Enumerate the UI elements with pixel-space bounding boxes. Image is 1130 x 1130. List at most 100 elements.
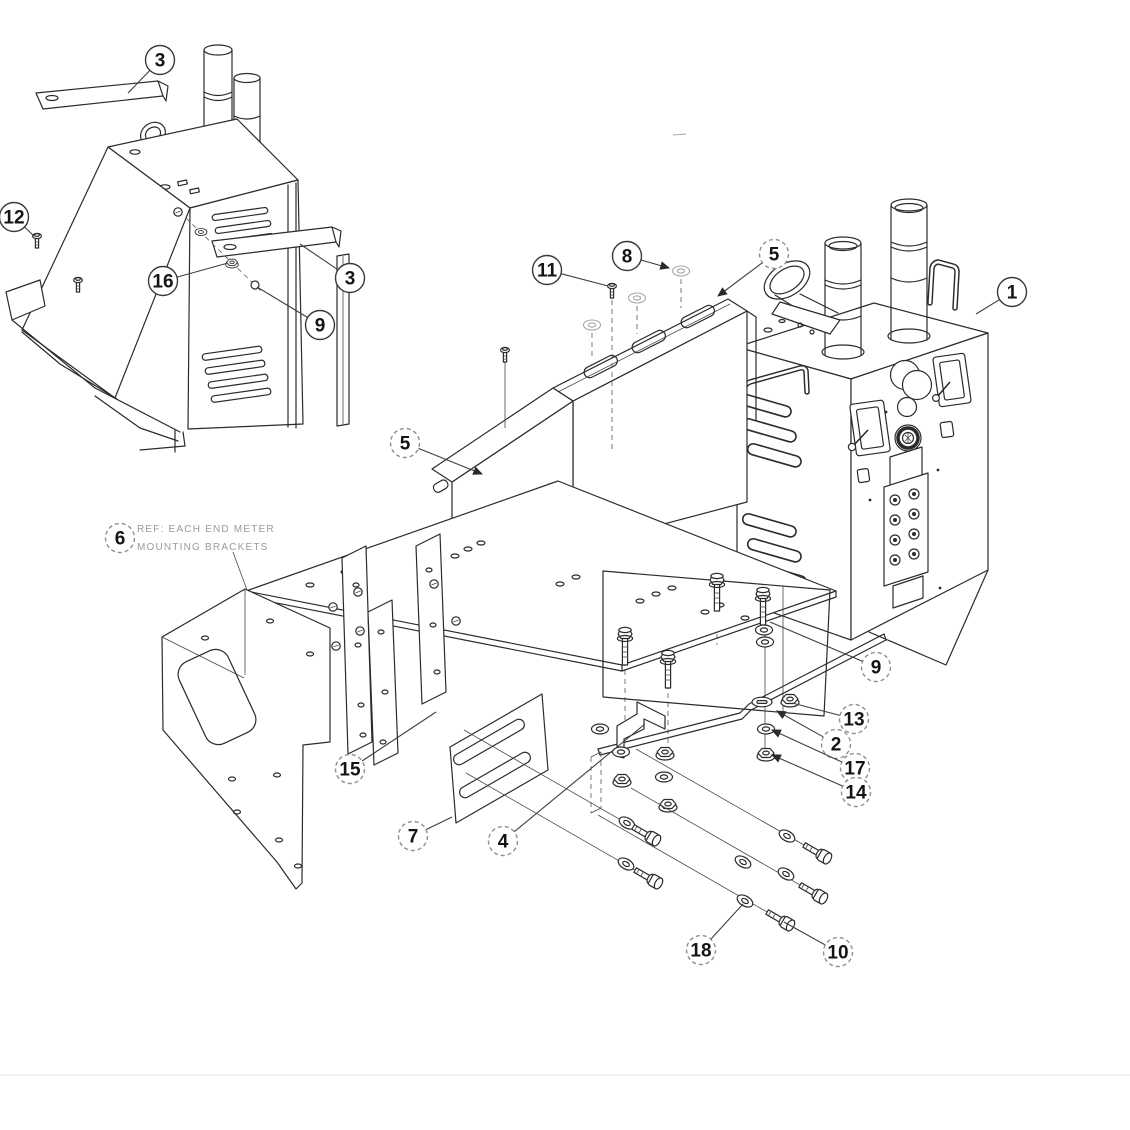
callout-leader: [560, 273, 609, 287]
meter-mounting-bracket: [415, 533, 447, 705]
callout-balloon: [0, 201, 30, 233]
callout-leader: [769, 621, 863, 662]
lift-handle-rear: [927, 259, 960, 311]
mounting-bar-part3-top: [35, 80, 169, 110]
callout-balloon: [147, 265, 179, 297]
assembled-reference-view: [5, 44, 350, 453]
strap-bracket-part15: [367, 599, 399, 766]
flat-washer: [582, 319, 602, 331]
callout-number: 5: [769, 245, 780, 266]
callout-12: 12: [0, 201, 35, 237]
bracket-screw: [429, 579, 439, 589]
end-panel-bracket: [161, 588, 331, 890]
flange-nut-part13: [780, 693, 800, 708]
callout-number: 16: [152, 272, 173, 293]
flat-washer: [754, 624, 774, 636]
callout-3: 3: [299, 243, 366, 294]
unit-stack-tower-left: [821, 236, 865, 360]
callout-17: 17: [770, 729, 871, 784]
hex-bolt: [800, 839, 835, 866]
panel-screw: [173, 207, 183, 217]
main-unit-part1: [624, 133, 989, 757]
callout-15: 15: [334, 711, 437, 785]
callout-number: 1: [1007, 283, 1018, 304]
callout-16: 16: [147, 262, 229, 297]
round-receptacle: [894, 424, 922, 452]
small-button: [939, 420, 955, 439]
panel-label-lower: [892, 575, 924, 609]
meter-mounting-bracket: [341, 545, 373, 755]
hex-bolt: [631, 864, 666, 891]
callout-number: 18: [690, 941, 711, 962]
hex-bolt: [796, 879, 831, 906]
reference-tick: [672, 133, 687, 136]
slotted-plate-part7: [449, 693, 549, 824]
small-button: [856, 468, 871, 484]
callout-number: 2: [831, 735, 842, 756]
callout-leader: [770, 729, 843, 763]
callout-number: 4: [498, 832, 509, 853]
base-side-panel: [602, 570, 831, 717]
callout-balloon: [104, 522, 136, 554]
receptacle-panel: [883, 472, 929, 587]
callout-leader: [256, 286, 308, 318]
callout-number: 17: [844, 759, 865, 780]
callout-leader: [513, 723, 646, 833]
callout-number: 7: [408, 827, 419, 848]
flat-washer: [775, 864, 797, 884]
bracket-screw: [331, 641, 341, 651]
toggle-switch-right: [931, 352, 972, 408]
flat-washer-part8: [671, 265, 691, 277]
support-clip-part4: [590, 701, 666, 814]
callout-number: 3: [345, 269, 356, 290]
callout-number: 15: [339, 760, 361, 781]
callout-3: 3: [127, 44, 176, 94]
callout-leader: [770, 754, 843, 787]
callout-leader: [127, 70, 151, 94]
callout-balloon: [304, 309, 336, 341]
unit-stack-tower-right: [887, 198, 931, 344]
washer-part16: [194, 228, 208, 236]
control-panel: [847, 352, 972, 609]
callout-leader: [361, 711, 437, 762]
bracket-screw: [328, 602, 338, 612]
callout-number: 13: [843, 710, 864, 731]
callout-balloon: [531, 254, 563, 286]
bottom-bolt-row: [463, 729, 835, 933]
louver-vents-lower: [201, 345, 272, 403]
mounting-bar-part3-side: [211, 226, 342, 258]
callout-leader: [791, 702, 841, 716]
screw: [500, 346, 510, 363]
unit-base-flange: [868, 569, 989, 666]
callout-leader: [425, 816, 453, 831]
flat-washer: [776, 826, 798, 846]
callout-13: 13: [791, 702, 870, 735]
callout-leader: [717, 262, 763, 297]
callout-balloon: [822, 936, 854, 968]
callout-balloon: [334, 753, 366, 785]
note-line-2: MOUNTING BRACKETS: [137, 542, 269, 553]
callout-balloon: [996, 276, 1028, 308]
callout-4: 4: [487, 723, 646, 857]
flat-washer: [755, 636, 775, 648]
callout-balloon: [334, 262, 366, 294]
callout-balloon: [758, 238, 790, 270]
callout-7: 7: [397, 816, 453, 852]
callout-leader: [640, 259, 671, 270]
callout-balloon: [685, 934, 717, 966]
slotted-plate-washer: [751, 696, 773, 708]
hex-bolt: [659, 649, 677, 689]
callout-balloon: [820, 728, 852, 760]
note-line-1: REF: EACH END METER: [137, 524, 275, 535]
bracket-screw: [355, 626, 365, 636]
flat-washer: [627, 292, 647, 304]
callout-number: 11: [537, 261, 558, 282]
callout-9: 9: [256, 286, 336, 341]
callout-leader: [299, 243, 339, 271]
callout-9: 9: [769, 621, 892, 683]
hex-bolt-part10: [763, 906, 798, 933]
callout-number: 9: [315, 316, 326, 337]
